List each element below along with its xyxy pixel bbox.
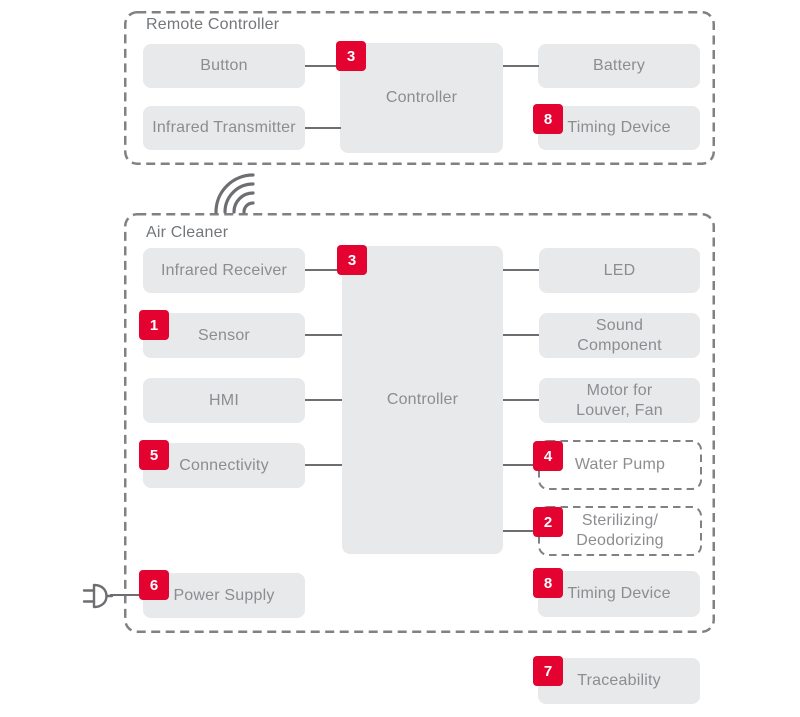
- connector-sensor-controller: [305, 334, 342, 336]
- badge-traceability: 7: [533, 656, 563, 686]
- connector-controller-motor: [503, 399, 539, 401]
- connector-controller-sterilizing: [503, 530, 533, 532]
- box-motor-louver-fan: Motor for Louver, Fan: [539, 378, 700, 423]
- air-cleaner-title: Air Cleaner: [146, 224, 229, 241]
- connector-infrared-transmitter-controller: [305, 127, 341, 129]
- connector-hmi-controller: [305, 399, 342, 401]
- box-sound-component: Sound Component: [539, 313, 700, 358]
- box-hmi: HMI: [143, 378, 305, 423]
- box-button: Button: [143, 44, 305, 88]
- badge-air-controller: 3: [337, 245, 367, 275]
- badge-timing-device-remote: 8: [533, 104, 563, 134]
- connector-button-controller: [305, 65, 337, 67]
- box-traceability: Traceability: [538, 658, 700, 704]
- box-battery: Battery: [538, 44, 700, 88]
- badge-sterilizing: 2: [533, 507, 563, 537]
- connector-controller-sound: [503, 334, 539, 336]
- box-infrared-receiver: Infrared Receiver: [143, 248, 305, 293]
- box-air-cleaner-controller: Controller: [342, 246, 503, 554]
- box-sterilizing-deodorizing: Sterilizing/ Deodorizing: [542, 508, 698, 554]
- box-infrared-transmitter: Infrared Transmitter: [143, 106, 305, 150]
- connector-infrared-receiver-controller: [305, 269, 337, 271]
- badge-water-pump: 4: [533, 441, 563, 471]
- connector-controller-water-pump: [503, 464, 533, 466]
- badge-power-supply: 6: [139, 570, 169, 600]
- connector-controller-led: [503, 269, 539, 271]
- box-led: LED: [539, 248, 700, 293]
- power-plug-icon: [82, 583, 114, 609]
- badge-connectivity: 5: [139, 440, 169, 470]
- badge-remote-controller: 3: [336, 41, 366, 71]
- connector-controller-battery: [503, 65, 539, 67]
- badge-sensor: 1: [139, 310, 169, 340]
- badge-timing-device-air: 8: [533, 568, 563, 598]
- wireless-signal-icon: [214, 173, 255, 214]
- connector-connectivity-controller: [305, 464, 342, 466]
- box-water-pump: Water Pump: [542, 444, 698, 486]
- remote-controller-title: Remote Controller: [146, 16, 280, 33]
